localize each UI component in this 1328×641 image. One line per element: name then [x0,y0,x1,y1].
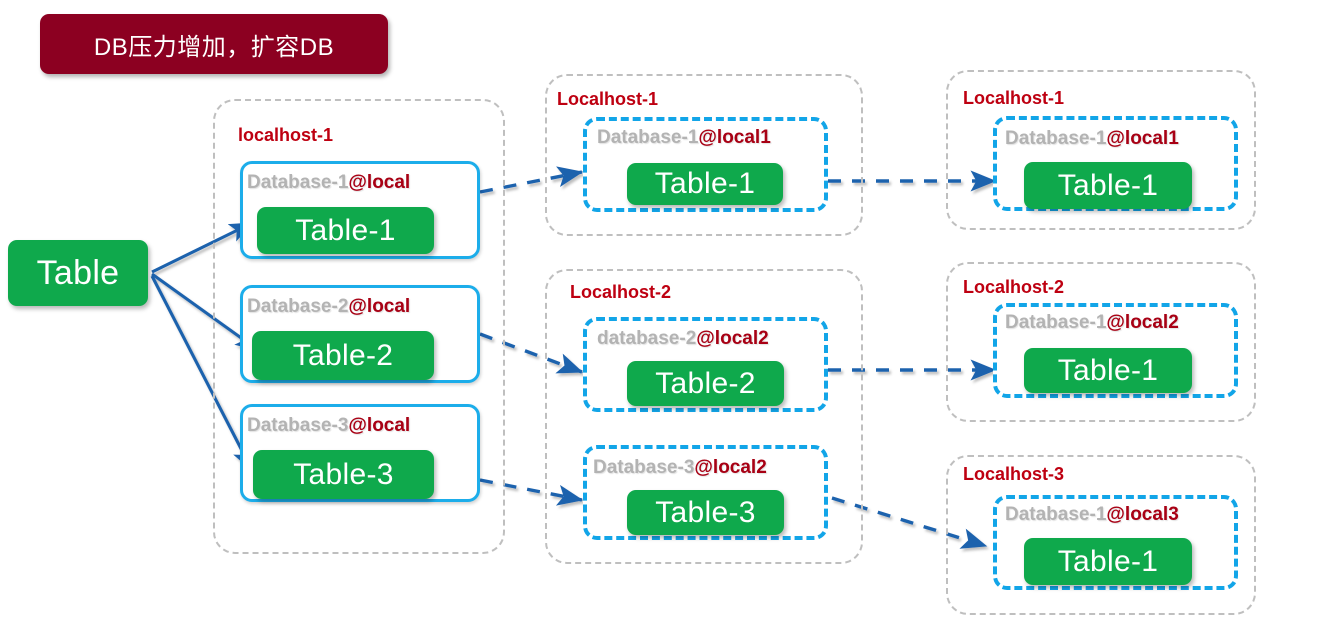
stage2-table-1-1[interactable]: Table-3 [627,490,784,535]
source-table-label: Table [36,253,120,292]
stage2-host-label-0: Localhost-1 [557,89,659,109]
stage3-host-label-2: Localhost-3 [963,464,1065,484]
stage2-db-1-0-label: database-2@local2 [597,328,769,350]
stage3-db-0-0-name: Database-1 [1005,128,1107,149]
stage1-db-2-at: @local [348,415,411,436]
stage1-table-2[interactable]: Table-3 [253,450,434,499]
stage1-host-label: localhost-1 [238,125,334,145]
stage3-table-2-0[interactable]: Table-1 [1024,538,1192,585]
stage1-table-1[interactable]: Table-2 [252,331,434,380]
stage1-table-0[interactable]: Table-1 [257,207,434,254]
stage1-db-1-at: @local [348,296,411,317]
stage1-db-1-name: Database-2 [247,296,349,317]
stage1-table-0-label: Table-1 [295,213,396,247]
stage1-db-0-at: @local [348,172,411,193]
stage3-host-label-1: Localhost-2 [963,277,1065,297]
stage3-host-group-1 [946,262,1256,422]
stage3-db-2-0-label: Database-1@local3 [1005,504,1179,526]
stage2-table-0-0-label: Table-1 [654,167,756,200]
stage2-table-1-1-label: Table-3 [655,495,756,529]
stage3-db-1-0-name: Database-1 [1005,312,1107,333]
stage3-host-group-0 [946,70,1256,230]
stage2-host-label-1: Localhost-2 [570,282,672,302]
title-banner-label: DB压力增加，扩容DB [93,33,335,61]
stage1-db-1-label: Database-2@local [247,296,410,318]
stage3-table-0-0-label: Table-1 [1057,168,1159,202]
stage3-table-2-0-label: Table-1 [1057,544,1159,578]
stage3-table-1-0-label: Table-1 [1057,353,1159,387]
stage2-db-1-1-at: @local2 [694,457,767,478]
stage2-db-0-0-name: Database-1 [597,127,699,148]
stage1-table-1-label: Table-2 [292,338,394,372]
stage3-db-2-0-name: Database-1 [1005,504,1107,525]
stage1-db-0-label: Database-1@local [247,172,410,194]
stage3-host-label-0: Localhost-1 [963,88,1065,108]
stage2-db-1-0-at: @local2 [696,328,769,349]
source-table-box[interactable]: Table [8,240,148,306]
stage3-table-0-0[interactable]: Table-1 [1024,162,1192,209]
stage3-db-0-0-label: Database-1@local1 [1005,128,1179,150]
stage1-db-0-name: Database-1 [247,172,349,193]
stage2-db-0-0-at: @local1 [698,127,771,148]
stage2-db-1-1-name: Database-3 [593,457,695,478]
stage1-table-2-label: Table-3 [293,457,394,491]
stage3-table-1-0[interactable]: Table-1 [1024,348,1192,393]
stage3-db-1-0-label: Database-1@local2 [1005,312,1179,334]
stage3-db-2-0-at: @local3 [1106,504,1179,525]
stage2-host-group-0 [545,74,863,236]
stage2-table-0-0[interactable]: Table-1 [627,163,783,205]
stage3-db-0-0-at: @local1 [1106,128,1179,149]
stage2-table-1-0-label: Table-2 [655,366,756,400]
stage2-host-group-1 [545,269,863,564]
stage1-db-2-name: Database-3 [247,415,349,436]
stage1-db-2-label: Database-3@local [247,415,410,437]
stage2-db-0-0-label: Database-1@local1 [597,127,771,149]
title-banner: DB压力增加，扩容DB [40,14,388,74]
stage3-host-group-2 [946,455,1256,615]
stage2-db-1-0-name: database-2 [597,328,697,349]
stage2-table-1-0[interactable]: Table-2 [627,361,784,406]
stage1-host-group [213,99,505,554]
stage2-db-1-1-label: Database-3@local2 [593,457,767,479]
stage3-db-1-0-at: @local2 [1106,312,1179,333]
